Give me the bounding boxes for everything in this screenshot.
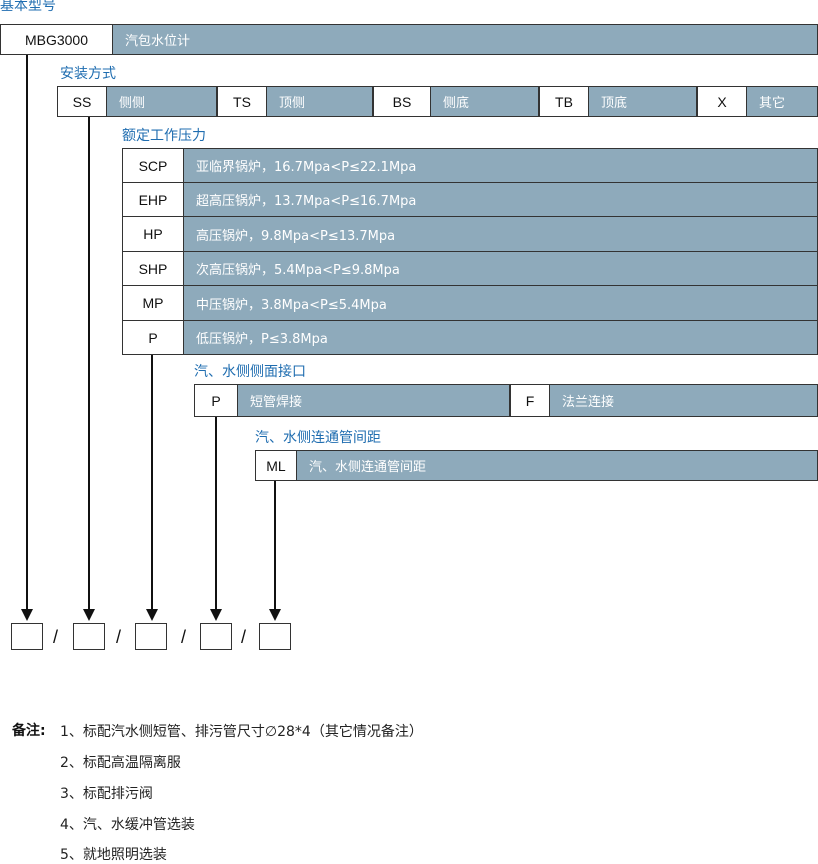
- arrowhead-mounting: [83, 609, 95, 621]
- interface-code-p: P: [194, 384, 238, 417]
- mounting-code-tb: TB: [539, 86, 589, 117]
- mounting-desc-ss: 侧侧: [107, 86, 217, 117]
- mounting-desc-tb: 顶底: [589, 86, 697, 117]
- pressure-code-scp: SCP: [122, 148, 184, 183]
- slot-separator: /: [116, 627, 122, 647]
- note-item-2: 2、标配高温隔离服: [60, 755, 181, 771]
- basic-model-title: 基本型号: [0, 0, 56, 14]
- mounting-code-ts: TS: [217, 86, 267, 117]
- pressure-desc-ehp: 超高压锅炉，13.7Mpa<P≤16.7Mpa: [184, 183, 818, 217]
- pressure-code-shp: SHP: [122, 252, 184, 286]
- model-slot-2: [73, 623, 105, 650]
- notes-label: 备注:: [12, 723, 46, 739]
- interface-code-f: F: [510, 384, 550, 417]
- connector-line-pressure: [151, 355, 153, 610]
- arrowhead-pressure: [146, 609, 158, 621]
- spacing-title: 汽、水侧连通管间距: [255, 430, 381, 446]
- connector-line-basic: [26, 55, 28, 610]
- pressure-code-ehp: EHP: [122, 183, 184, 217]
- interface-title: 汽、水侧侧面接口: [194, 364, 306, 380]
- pressure-desc-p: 低压锅炉，P≤3.8Mpa: [184, 321, 818, 355]
- note-item-1: 1、标配汽水侧短管、排污管尺寸∅28*4（其它情况备注）: [60, 724, 423, 740]
- mounting-desc-ts: 顶侧: [267, 86, 373, 117]
- connector-line-interface: [215, 417, 217, 610]
- mounting-code-ss: SS: [57, 86, 107, 117]
- arrowhead-spacing: [269, 609, 281, 621]
- pressure-desc-shp: 次高压锅炉，5.4Mpa<P≤9.8Mpa: [184, 252, 818, 286]
- mounting-desc-x: 其它: [747, 86, 818, 117]
- pressure-desc-hp: 高压锅炉，9.8Mpa<P≤13.7Mpa: [184, 217, 818, 252]
- pressure-code-hp: HP: [122, 217, 184, 252]
- connector-line-mounting: [88, 117, 90, 610]
- spacing-desc-ml: 汽、水侧连通管间距: [297, 450, 818, 481]
- note-item-5: 5、就地照明选装: [60, 847, 167, 863]
- slot-separator: /: [53, 627, 59, 647]
- note-item-4: 4、汽、水缓冲管选装: [60, 817, 195, 833]
- model-slot-4: [200, 623, 232, 650]
- pressure-code-p: P: [122, 321, 184, 355]
- pressure-desc-mp: 中压锅炉，3.8Mpa<P≤5.4Mpa: [184, 286, 818, 321]
- interface-desc-p: 短管焊接: [238, 384, 510, 417]
- basic-model-desc: 汽包水位计: [113, 24, 818, 55]
- pressure-title: 额定工作压力: [122, 128, 206, 144]
- connector-line-spacing: [274, 481, 276, 610]
- mounting-desc-bs: 侧底: [431, 86, 539, 117]
- model-slot-3: [135, 623, 167, 650]
- model-slot-1: [11, 623, 43, 650]
- arrowhead-interface: [210, 609, 222, 621]
- note-item-3: 3、标配排污阀: [60, 786, 153, 802]
- spacing-code-ml: ML: [255, 450, 297, 481]
- mounting-title: 安装方式: [60, 66, 116, 82]
- mounting-code-bs: BS: [373, 86, 431, 117]
- model-slot-5: [259, 623, 291, 650]
- arrowhead-basic: [21, 609, 33, 621]
- mounting-code-x: X: [697, 86, 747, 117]
- slot-separator: /: [181, 627, 187, 647]
- pressure-desc-scp: 亚临界锅炉，16.7Mpa<P≤22.1Mpa: [184, 148, 818, 183]
- interface-desc-f: 法兰连接: [550, 384, 818, 417]
- pressure-code-mp: MP: [122, 286, 184, 321]
- slot-separator: /: [241, 627, 247, 647]
- basic-model-code: MBG3000: [0, 24, 113, 55]
